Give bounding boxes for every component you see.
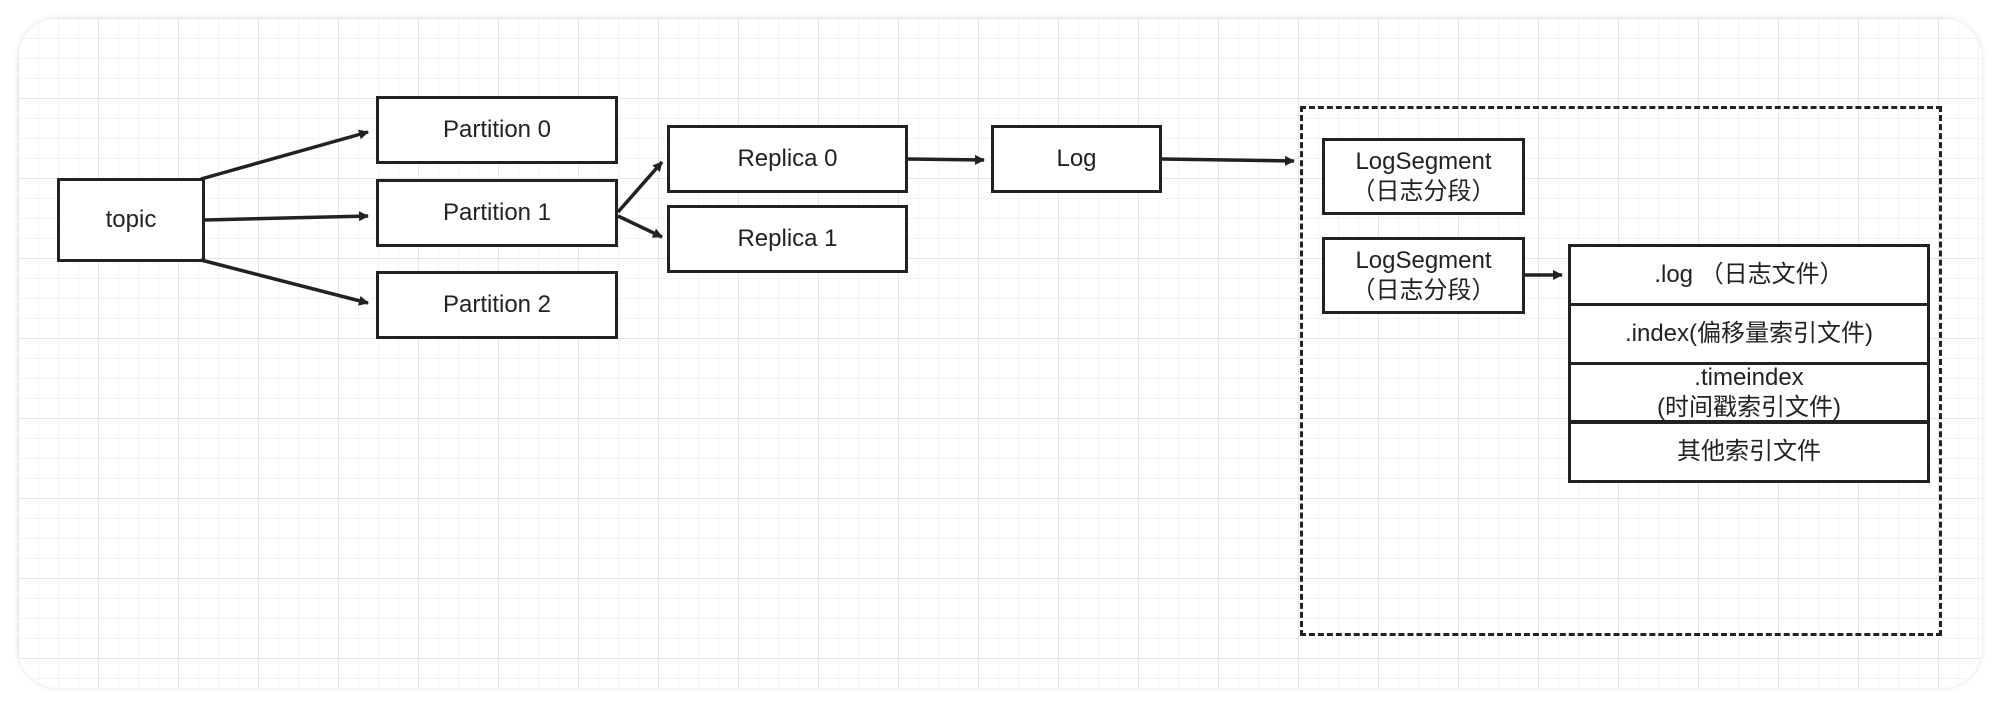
partition-1-node: Partition 1 — [376, 179, 618, 247]
topic-label: topic — [105, 206, 157, 233]
replica-1-label: Replica 1 — [737, 225, 838, 252]
logsegment-node-1: LogSegment （日志分段） — [1322, 138, 1525, 215]
topic-node: topic — [57, 178, 205, 262]
index-file-label: .index(偏移量索引文件) — [1624, 320, 1874, 347]
partition-1-label: Partition 1 — [442, 199, 552, 226]
log-file-label: .log （日志文件） — [1654, 261, 1844, 288]
logsegment-2-line1: LogSegment — [1355, 246, 1492, 274]
timeindex-file-node: .timeindex (时间戳索引文件) — [1568, 362, 1930, 423]
partition-2-label: Partition 2 — [442, 291, 552, 318]
log-node: Log — [991, 125, 1162, 193]
partition-0-label: Partition 0 — [442, 116, 552, 143]
log-file-node: .log （日志文件） — [1568, 244, 1930, 306]
logsegment-group — [1300, 106, 1942, 636]
other-index-file-label: 其他索引文件 — [1677, 438, 1821, 465]
logsegment-1-line2: （日志分段） — [1351, 177, 1496, 205]
replica-0-node: Replica 0 — [667, 125, 908, 193]
timeindex-file-line2: (时间戳索引文件) — [1657, 393, 1841, 421]
timeindex-file-line1: .timeindex — [1694, 363, 1804, 391]
replica-0-label: Replica 0 — [737, 145, 838, 172]
partition-2-node: Partition 2 — [376, 271, 618, 339]
logsegment-node-2: LogSegment （日志分段） — [1322, 237, 1525, 314]
other-index-file-node: 其他索引文件 — [1568, 421, 1930, 483]
log-label: Log — [1056, 145, 1097, 172]
replica-1-node: Replica 1 — [667, 205, 908, 273]
logsegment-1-line1: LogSegment — [1355, 147, 1492, 175]
partition-0-node: Partition 0 — [376, 96, 618, 164]
index-file-node: .index(偏移量索引文件) — [1568, 303, 1930, 365]
logsegment-2-line2: （日志分段） — [1351, 276, 1496, 304]
